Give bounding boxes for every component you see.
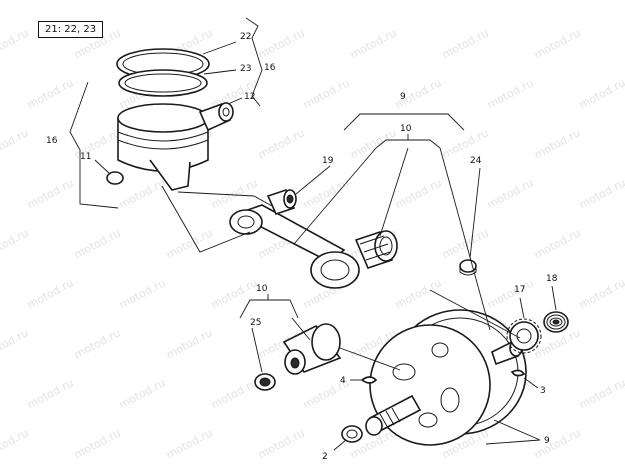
callout-23: 23 — [240, 64, 252, 74]
needle-bearing — [354, 230, 398, 269]
callout-4: 4 — [340, 376, 346, 386]
key-small — [510, 369, 526, 377]
callout-2: 2 — [322, 452, 328, 462]
callout-19: 19 — [322, 156, 334, 166]
piston-ring-middle — [118, 69, 208, 97]
callout-11: 11 — [80, 152, 92, 162]
shaft-washer — [341, 425, 363, 443]
callout-9-top: 9 — [400, 92, 406, 102]
callout-9-lower: 9 — [544, 436, 550, 446]
thrust-washer — [459, 259, 477, 276]
sprocket — [506, 318, 542, 354]
main-shaft — [365, 394, 422, 436]
callout-17: 17 — [514, 285, 526, 295]
callout-25: 25 — [250, 318, 262, 328]
crank-pin — [282, 323, 342, 375]
callout-18: 18 — [546, 274, 558, 284]
piston — [117, 103, 209, 191]
callout-10-lower: 10 — [256, 284, 268, 294]
callout-12: 12 — [244, 92, 256, 102]
small-bearing — [254, 373, 276, 391]
reference-box: 21: 22, 23 — [38, 21, 104, 38]
connecting-rod — [229, 204, 360, 289]
woodruff-key — [360, 376, 378, 384]
small-end-bushing — [266, 189, 297, 215]
piston-pin — [198, 102, 234, 132]
callout-3: 3 — [540, 386, 546, 396]
callout-24: 24 — [470, 156, 482, 166]
callout-22: 22 — [240, 32, 252, 42]
leader-lines — [69, 17, 557, 451]
circlip — [106, 171, 124, 185]
callout-16-right: 16 — [264, 63, 276, 73]
callout-16-left: 16 — [46, 136, 58, 146]
callout-10-top: 10 — [400, 124, 412, 134]
spring — [543, 311, 569, 333]
